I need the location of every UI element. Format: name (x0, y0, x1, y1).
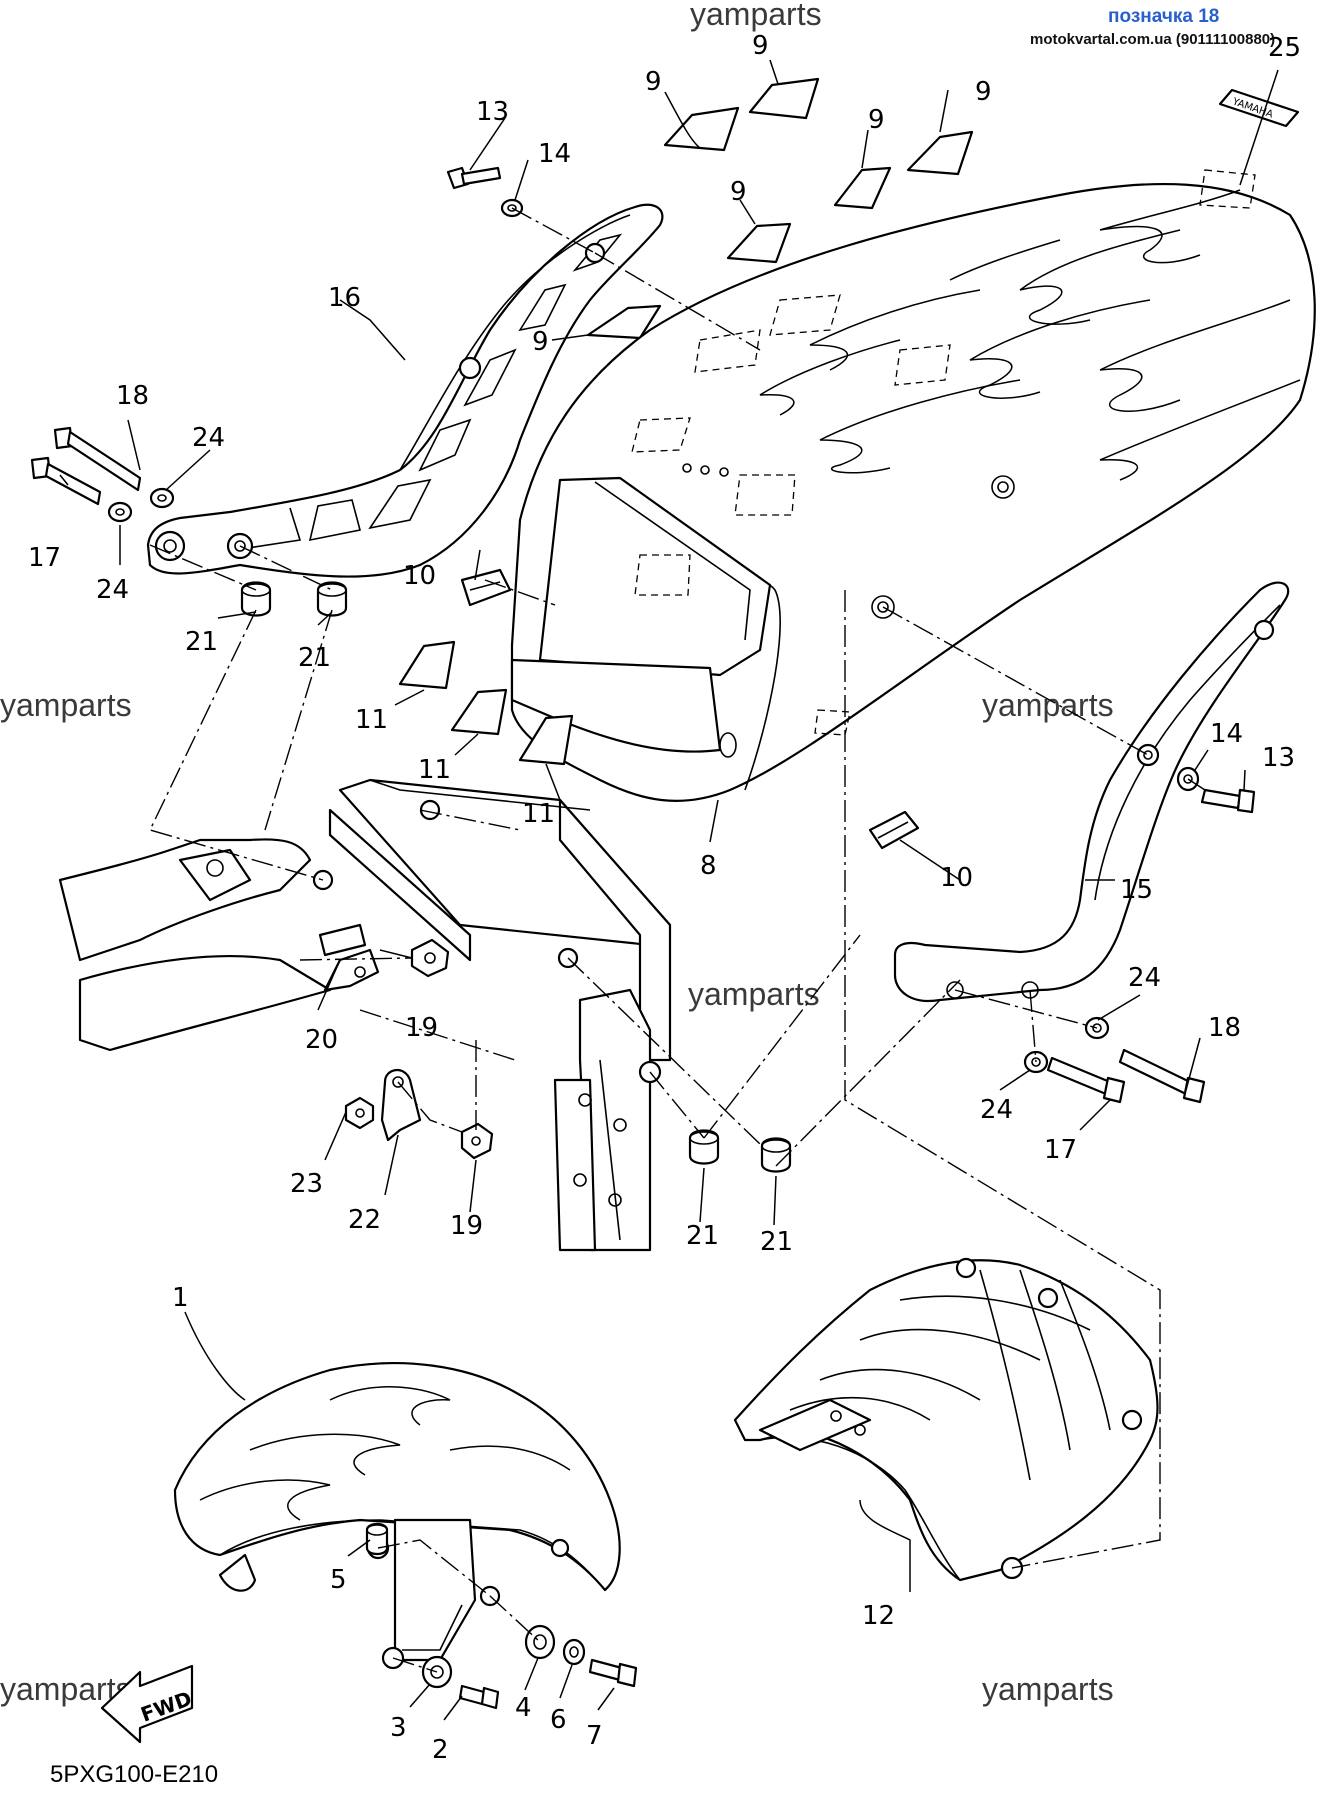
watermark-bottom-right: yamparts (982, 1671, 1114, 1707)
callout-20: 20 (305, 1025, 338, 1055)
callout-11a: 11 (355, 705, 388, 735)
callout-9e: 9 (730, 177, 747, 207)
callout-6: 6 (550, 1705, 567, 1735)
frame-section (58, 778, 672, 1252)
callout-10a: 10 (403, 561, 436, 591)
callout-16: 16 (328, 283, 361, 313)
callout-14b: 14 (1210, 719, 1243, 749)
callout-17b: 17 (1044, 1135, 1077, 1165)
hardware-parts (30, 166, 1256, 1710)
callout-12: 12 (862, 1601, 895, 1631)
callout-4: 4 (515, 1693, 532, 1723)
callout-14a: 14 (538, 139, 571, 169)
callout-1: 1 (172, 1283, 189, 1313)
callout-13b: 13 (1262, 743, 1295, 773)
assembly-lines (149, 207, 1206, 1673)
callout-11c: 11 (522, 799, 555, 829)
callout-labels: 1 2 3 4 5 6 7 8 9 9 9 9 9 9 10 10 11 11 … (28, 31, 1301, 1765)
leader-lines (59, 59, 1279, 1721)
source-label: motokvartal.com.ua (90111100880) (1030, 31, 1275, 48)
callout-19b: 19 (450, 1211, 483, 1241)
diagram-code: 5PXG100-E210 (50, 1761, 218, 1788)
callout-24d: 24 (980, 1095, 1013, 1125)
callout-7: 7 (586, 1721, 603, 1751)
callout-9f: 9 (532, 327, 549, 357)
callout-21b: 21 (298, 643, 331, 673)
callout-25: 25 (1268, 33, 1301, 63)
callout-10b: 10 (940, 863, 973, 893)
callout-13a: 13 (476, 97, 509, 127)
callout-9a: 9 (645, 67, 662, 97)
callout-22: 22 (348, 1205, 381, 1235)
callout-3: 3 (390, 1713, 407, 1743)
callout-21d: 21 (760, 1227, 793, 1257)
callout-15: 15 (1120, 875, 1153, 905)
tag-badge: позначка 18 (1108, 6, 1219, 27)
callout-23: 23 (290, 1169, 323, 1199)
right-fender-stay (893, 581, 1290, 1003)
watermark-center: yamparts (688, 976, 820, 1012)
front-fender (173, 1362, 621, 1670)
callout-11b: 11 (418, 755, 451, 785)
callout-21a: 21 (185, 627, 218, 657)
inner-rear-mudguard (733, 1257, 1159, 1582)
rear-fender (510, 169, 1316, 802)
callout-18b: 18 (1208, 1013, 1241, 1043)
callout-24c: 24 (1128, 963, 1161, 993)
callout-21c: 21 (686, 1221, 719, 1251)
callout-18a: 18 (116, 381, 149, 411)
callout-9d: 9 (975, 77, 992, 107)
callout-9b: 9 (752, 31, 769, 61)
sticker-pads-9 (586, 77, 974, 340)
decal-emblem: YAMAHA (1218, 88, 1300, 128)
callout-19a: 19 (405, 1013, 438, 1043)
callout-2: 2 (432, 1735, 449, 1765)
watermark-left: yamparts (0, 687, 132, 723)
callout-17a: 17 (28, 543, 61, 573)
callout-9c: 9 (868, 105, 885, 135)
callout-8: 8 (700, 851, 717, 881)
callout-5: 5 (330, 1565, 347, 1595)
watermark-top: yamparts (690, 0, 822, 32)
callout-24a: 24 (192, 423, 225, 453)
callout-24b: 24 (96, 575, 129, 605)
watermark-right: yamparts (982, 687, 1114, 723)
